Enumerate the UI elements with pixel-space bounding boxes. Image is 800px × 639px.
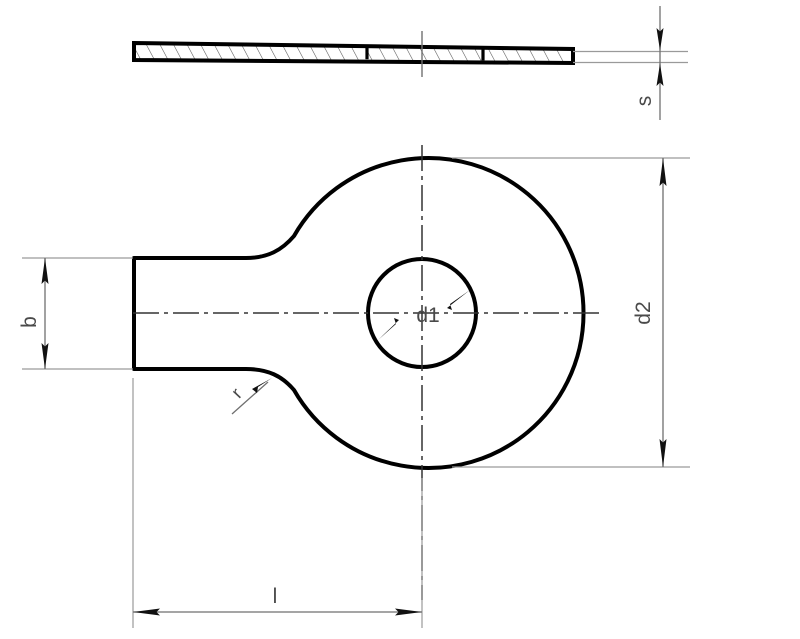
outer-dia-arrow-bottom — [659, 439, 667, 467]
length-label: l — [273, 585, 278, 608]
length-arrow-right — [395, 608, 422, 616]
plan-view: d1 b d2 — [18, 145, 690, 628]
thickness-arrow-lower — [656, 63, 664, 86]
hole-dim-arrow-upper-right — [447, 290, 470, 310]
length-dimension: l — [132, 378, 423, 628]
fillet-radius-callout: r — [227, 378, 272, 415]
side-section-view: s — [132, 6, 688, 120]
thickness-dim-label: s — [633, 96, 656, 107]
tab-width-dimension: b — [18, 257, 133, 370]
hole-diameter-label: d1 — [416, 304, 439, 327]
thickness-arrow-upper — [656, 28, 664, 51]
tab-width-arrow-bottom — [41, 343, 49, 369]
hole-diameter-dimension: d1 — [378, 290, 470, 340]
tab-width-arrow-top — [41, 258, 49, 284]
fillet-leader-arrowhead — [252, 378, 272, 393]
hole-dim-arrow-lower-left — [378, 318, 399, 340]
outer-diameter-label: d2 — [632, 301, 655, 324]
fillet-radius-label: r — [227, 384, 246, 402]
outer-dia-arrow-top — [659, 158, 667, 186]
outer-diameter-dimension: d2 — [452, 157, 690, 468]
tab-width-label: b — [18, 316, 41, 328]
length-arrow-left — [133, 608, 160, 616]
washer-body-outline — [132, 156, 586, 470]
fillet-leader-line — [231, 381, 269, 415]
section-hatch-fill — [136, 44, 571, 62]
